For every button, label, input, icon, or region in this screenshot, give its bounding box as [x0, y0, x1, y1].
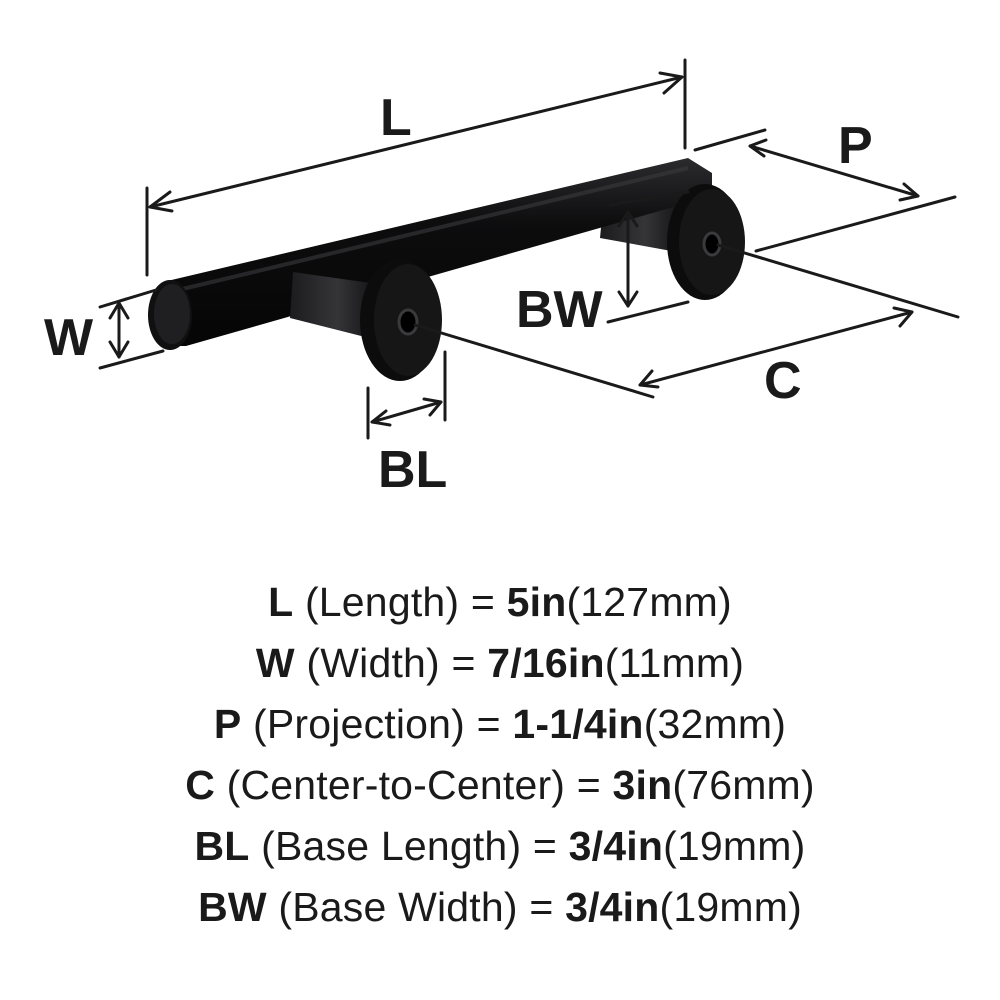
spec-row-projection: P (Projection) = 1-1/4in(32mm) [0, 694, 1000, 755]
spec-millimeters: (19mm) [663, 823, 806, 869]
front-screw-hole [397, 308, 419, 336]
spec-equals: = [451, 640, 476, 686]
spec-description: (Length) [304, 579, 460, 625]
dimension-label-l: L [380, 89, 412, 147]
bar-pull-product [148, 158, 745, 381]
spec-row-length: L (Length) = 5in(127mm) [0, 572, 1000, 633]
spec-inches: 3/4in [568, 823, 664, 869]
dimension-label-bw: BW [516, 281, 604, 339]
c-dimension-line [638, 310, 914, 387]
spec-code: W [255, 640, 295, 686]
bw-arrow-top [617, 210, 639, 228]
bw-extension-top [608, 190, 690, 207]
back-screw-hole [702, 231, 722, 257]
spec-inches: 5in [506, 579, 567, 625]
spec-inches: 3/4in [565, 884, 660, 930]
dimension-label-p: P [838, 117, 873, 175]
bl-dimension-line [370, 400, 443, 424]
p-extension-top [693, 128, 767, 152]
bl-arrow-right [422, 397, 443, 417]
spec-description: (Center-to-Center) [226, 762, 566, 808]
spec-description: (Width) [306, 640, 440, 686]
dimension-spec-list: L (Length) = 5in(127mm) W (Width) = 7/16… [0, 572, 1000, 938]
spec-equals: = [529, 884, 554, 930]
w-extension-bottom [98, 349, 165, 370]
spec-inches: 7/16in [487, 640, 605, 686]
dimension-lines [98, 58, 960, 440]
spec-equals: = [532, 823, 558, 869]
spec-code: L [268, 579, 294, 625]
spec-row-base-width: BW (Base Width) = 3/4in(19mm) [0, 877, 1000, 938]
l-arrow-left [148, 190, 174, 213]
dimension-label-w: W [44, 309, 94, 367]
c-extension-left [413, 323, 655, 399]
spec-millimeters: (19mm) [659, 884, 802, 930]
p-arrow-right [898, 182, 920, 202]
spec-millimeters: (127mm) [566, 579, 732, 625]
spec-code: BW [198, 884, 267, 930]
spec-description: (Base Length) [261, 823, 522, 869]
bl-arrow-left [370, 409, 392, 427]
pull-dimension-diagram: L W P BW C BL [44, 58, 960, 499]
w-arrow-bottom [108, 340, 130, 359]
spec-row-center-to-center: C (Center-to-Center) = 3in(76mm) [0, 755, 1000, 816]
spec-millimeters: (76mm) [672, 762, 815, 808]
spec-description: (Projection) [253, 701, 466, 747]
w-arrow-top [108, 301, 130, 320]
spec-code: BL [194, 823, 250, 869]
spec-inches: 1-1/4in [512, 701, 644, 747]
l-arrow-right [658, 71, 684, 95]
dimension-label-c: C [764, 352, 802, 410]
spec-equals: = [576, 762, 601, 808]
bw-arrow-bottom [617, 290, 639, 308]
spec-code: C [185, 762, 216, 808]
spec-row-width: W (Width) = 7/16in(11mm) [0, 633, 1000, 694]
l-dimension-line [148, 75, 684, 209]
c-arrow-right [892, 306, 914, 328]
bar-highlight [169, 166, 689, 294]
spec-equals: = [476, 701, 501, 747]
spec-inches: 3in [612, 762, 673, 808]
p-dimension-line [748, 144, 920, 198]
p-arrow-left [748, 138, 768, 158]
spec-millimeters: (11mm) [604, 640, 745, 686]
bar-end-cap-face [154, 284, 190, 344]
spec-row-base-length: BL (Base Length) = 3/4in(19mm) [0, 816, 1000, 877]
c-arrow-left [638, 369, 660, 389]
w-extension-top [98, 288, 158, 309]
spec-description: (Base Width) [278, 884, 518, 930]
c-extension-right [716, 243, 960, 319]
spec-equals: = [470, 579, 496, 625]
dimension-label-bl: BL [378, 441, 447, 499]
spec-code: P [213, 701, 242, 747]
bw-extension-bottom [606, 300, 690, 324]
spec-millimeters: (32mm) [643, 701, 787, 747]
p-extension-bottom [754, 195, 957, 253]
